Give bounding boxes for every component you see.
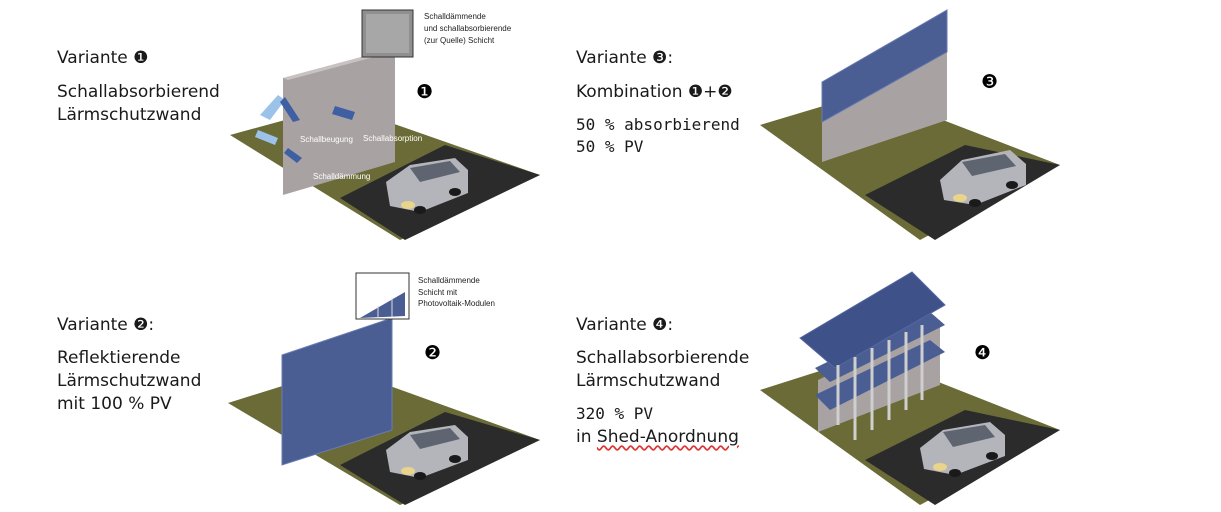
variant-1-line-1: Schallabsorbierend: [57, 82, 220, 102]
car-1: [386, 158, 468, 214]
diffraction-arrow-dark: [280, 97, 300, 122]
insulation-arrow: [284, 148, 302, 163]
variant-4-line-4: in Shed-Anordnung: [576, 426, 739, 448]
variant-4-marker: ❹: [974, 342, 992, 364]
variant-4-heading: Variante ❹:: [576, 315, 674, 335]
variant-3-heading: Variante ❸:: [576, 48, 674, 68]
callout-2-line-1: Schalldämmende: [418, 276, 480, 285]
car-4: [920, 422, 1005, 477]
callout-1-line-1: Schalldämmende: [424, 12, 486, 21]
variant-1-heading: Variante ❶: [57, 48, 149, 68]
variant-3-line-1: Kombination ❶+❷: [576, 82, 733, 102]
variant-4-line-1: Schallabsorbierende: [576, 348, 750, 368]
wall-pv-part: [821, 9, 948, 123]
car-3: [940, 150, 1026, 207]
label-schallabsorption: Schallabsorption: [363, 134, 423, 143]
variant-1-line-2: Lärmschutzwand: [57, 105, 202, 125]
wall-absorbing-part: [822, 52, 947, 162]
variant-4-line-3: 320 % PV: [576, 404, 654, 423]
diffraction-arrow-light: [260, 95, 285, 120]
variant-2-line-3: mit 100 % PV: [57, 394, 172, 414]
variant-2-line-1: Reflektierende: [57, 348, 181, 368]
absorption-arrow: [332, 106, 355, 120]
variant-4-line-2: Lärmschutzwand: [576, 371, 721, 391]
car-2: [386, 425, 468, 480]
label-schalldaemmung: Schalldämmung: [313, 172, 371, 181]
variant-3-marker: ❸: [981, 71, 999, 93]
callout-2-line-2: Schicht mit: [418, 288, 458, 297]
noise-wall: [283, 48, 395, 195]
pv-wall: [281, 317, 393, 466]
variant-3-line-3: 50 % PV: [576, 137, 644, 156]
callout-1-line-2: und schallabsorbierende: [424, 24, 512, 33]
variant-2-line-2: Lärmschutzwand: [57, 371, 202, 391]
variant-2-heading: Variante ❷:: [57, 315, 155, 335]
shed-pv-row-2: [815, 312, 945, 382]
variant-4-line-4-word: Shed-Anordnung: [596, 427, 739, 447]
shed-posts: [836, 325, 924, 440]
callout-1-line-3: (zur Quelle) Schicht: [424, 36, 495, 45]
label-schallbeugung: Schallbeugung: [300, 135, 353, 144]
variant-3-line-2: 50 % absorbierend: [576, 115, 740, 134]
variant-4-line-4-prefix: in: [576, 427, 597, 447]
variant-1-marker: ❶: [416, 81, 434, 103]
shed-pv-row-3: [815, 340, 945, 410]
shed-roof-pv: [799, 271, 946, 369]
variant-2-marker: ❷: [424, 342, 442, 364]
callout-2-line-3: Photovoltaik-Modulen: [418, 299, 495, 308]
